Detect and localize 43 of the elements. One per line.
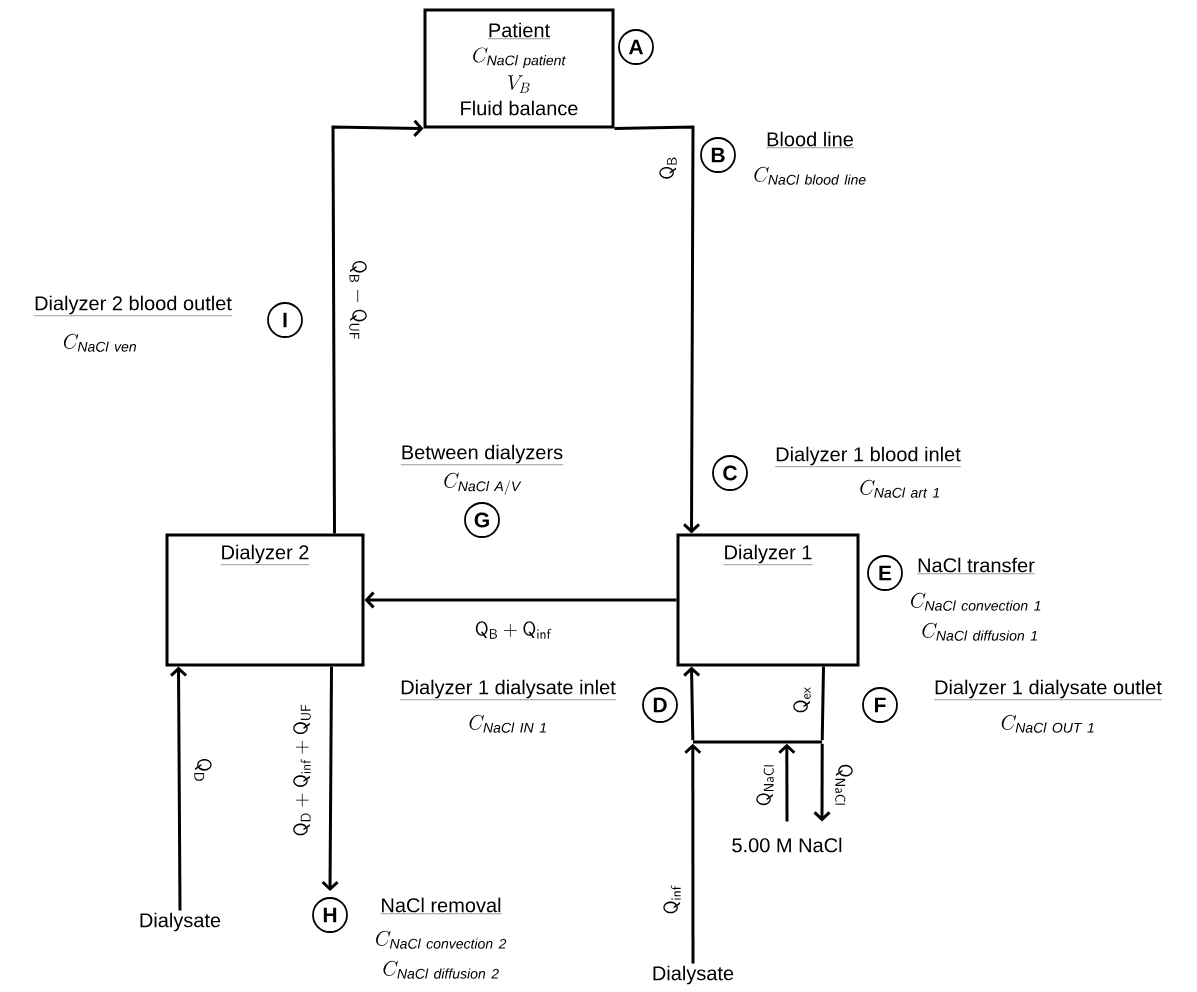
arrow xyxy=(170,666,188,911)
arrow xyxy=(813,743,831,822)
process-box: Dialyzer 1 xyxy=(676,533,860,667)
concentration-formula: $C_{\mathit{NaCl\ diffusion\ 2}}$ xyxy=(383,960,499,979)
concentration-formula: $C_{\mathit{NaCl\ diffusion\ 1}}$ xyxy=(922,622,1037,641)
arrow xyxy=(614,125,701,534)
flow-label: $\mathsf{Q}_{\mathsf{B}} - \mathsf{Q}_{\mathsf{UF}}$ xyxy=(348,258,368,342)
source-label: 5.00 M NaCl xyxy=(732,837,842,853)
concentration-formula: $C_{\mathit{NaCl\ art\ 1}}$ xyxy=(860,479,939,498)
arrow xyxy=(321,666,339,892)
concentration-formula: $C_{\mathit{NaCl\ convection\ 1}}$ xyxy=(911,592,1041,611)
location-heading: Dialyzer 2 blood outlet xyxy=(33,295,233,316)
concentration-formula: $C_{\mathit{NaCl\ A/V}}$ xyxy=(444,472,522,495)
flow-label: $\mathsf{Q}_{\mathsf{B}}$ xyxy=(658,155,678,181)
arrow xyxy=(684,743,702,964)
location-heading: Blood line xyxy=(765,131,855,148)
junction-line xyxy=(693,740,822,744)
location-heading: Dialyzer 1 blood inlet xyxy=(774,446,962,467)
source-label: Dialysate xyxy=(653,965,734,985)
source-label: Dialysate xyxy=(140,912,221,932)
concentration-formula: $C_{\mathit{NaCl\ ven}}$ xyxy=(63,333,136,352)
arrow xyxy=(778,743,796,822)
location-heading: Dialyzer 1 dialysate outlet xyxy=(933,679,1163,700)
location-heading: NaCl removal xyxy=(380,897,502,914)
location-heading: NaCl transfer xyxy=(916,557,1036,574)
flow-label: $\mathsf{Q}_{\mathsf{D}}$ xyxy=(193,756,213,784)
flow-label: $\mathsf{Q}_{\mathsf{inf}}$ xyxy=(662,884,682,916)
arrow xyxy=(364,591,677,609)
flow-label: $\mathsf{Q}_{\mathsf{NaCl}}$ xyxy=(834,762,854,808)
concentration-formula: $C_{\mathit{NaCl\ convection\ 2}}$ xyxy=(376,930,507,949)
location-heading: Dialyzer 1 dialysate inlet xyxy=(400,679,617,700)
arrow xyxy=(331,119,424,534)
concentration-formula: $C_{\mathit{NaCl\ OUT\ 1}}$ xyxy=(1001,714,1094,733)
concentration-formula: $C_{\mathit{NaCl\ IN\ 1}}$ xyxy=(469,714,546,733)
flow-label: $\mathsf{Q}_{\mathsf{NaCl}}$ xyxy=(755,762,775,808)
process-box: Dialyzer 2 xyxy=(165,533,365,667)
flow-label: $\mathsf{Q}_{\mathsf{B}} + \mathsf{Q}_{\mathsf{inf}}$ xyxy=(473,620,553,640)
flow-label: $\mathsf{Q}_{\mathsf{D}} + \mathsf{Q}_{\mathsf{inf}} + \mathsf{Q}_{\mathsf{UF}}$ xyxy=(292,702,312,838)
location-heading: Between dialyzers xyxy=(400,444,564,465)
flow-label: $\mathsf{Q}_{\mathsf{ex}}$ xyxy=(792,685,812,715)
arrow xyxy=(683,666,701,741)
concentration-formula: $C_{\mathit{NaCl\ blood\ line}}$ xyxy=(754,166,866,185)
process-box: Patient $C_{\mathit{NaCl\ patient}}$ $V_{B}$ Fluid balance xyxy=(423,8,615,129)
